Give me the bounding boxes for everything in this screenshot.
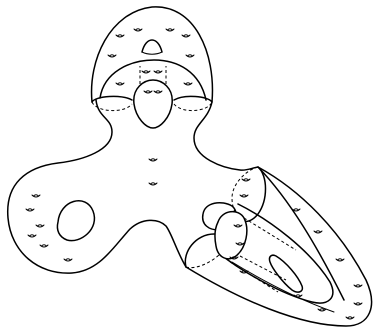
right-cap-upper-band xyxy=(258,167,344,300)
handle-mark xyxy=(134,29,142,31)
handle-mark xyxy=(242,179,250,181)
handle-mark xyxy=(116,83,124,85)
top-center-bulb xyxy=(134,80,172,128)
handle-mark xyxy=(64,259,72,261)
handle-mark xyxy=(166,29,174,31)
handle-mark xyxy=(108,55,116,57)
handle-mark xyxy=(149,183,157,185)
handle-mark xyxy=(40,245,48,247)
handle-mark xyxy=(182,35,190,37)
handle-mark xyxy=(354,285,362,287)
handle-marks xyxy=(26,29,362,319)
handle-mark xyxy=(186,55,194,57)
handle-mark xyxy=(240,195,248,197)
handle-mark xyxy=(314,231,322,233)
handle-mark xyxy=(184,83,192,85)
handle-mark xyxy=(149,159,157,161)
right-cap-mid-band xyxy=(232,262,334,312)
handle-mark xyxy=(28,235,36,237)
top-cap xyxy=(92,7,213,128)
right-inner-bulb xyxy=(215,212,247,259)
handle-mark xyxy=(32,195,40,197)
handle-mark xyxy=(142,71,150,73)
handle-mark xyxy=(346,317,354,319)
handle-mark xyxy=(26,209,34,211)
right-lower-ring-back xyxy=(186,254,220,268)
top-left-ring-front xyxy=(92,96,132,102)
handle-mark xyxy=(154,71,162,73)
top-right-ring-back xyxy=(174,102,212,111)
top-cap-inner-hole-base xyxy=(142,52,162,54)
right-inner-cut-3 xyxy=(230,262,278,292)
main-surface-outline-right xyxy=(194,102,258,170)
handle-mark xyxy=(116,35,124,37)
top-cap-inner-hole xyxy=(142,40,162,52)
right-inner-cut-2 xyxy=(240,256,286,280)
right-cap-outer xyxy=(185,167,371,326)
handle-mark xyxy=(354,303,362,305)
handle-mark xyxy=(336,259,344,261)
right-cap-inner xyxy=(215,204,334,312)
handle-mark xyxy=(36,225,44,227)
left-lobe-hole xyxy=(57,201,94,241)
